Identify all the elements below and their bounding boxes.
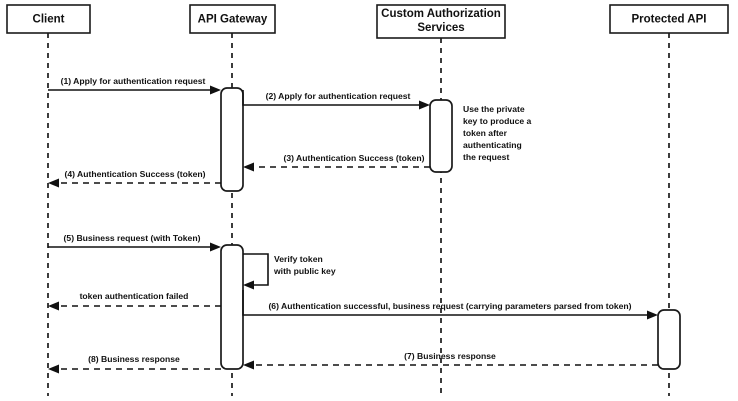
message-2-label: (2) Apply for authentication request: [266, 91, 411, 101]
message-5: (5) Business request (with Token): [48, 233, 221, 252]
message-self-verify-token: Verify token with public key: [243, 253, 336, 290]
participant-custom-authorization-services-label-line2: Services: [417, 22, 464, 34]
message-8-arrowhead-icon: [48, 364, 59, 374]
activation-custom-authorization-services: [429, 99, 453, 173]
message-2: (2) Apply for authentication request: [242, 90, 430, 110]
note-private-key-line-3: token after: [463, 128, 508, 138]
participant-protected-api-label: Protected API: [632, 14, 707, 26]
message-6-arrowhead-icon: [647, 310, 658, 320]
message-7: (7) Business response: [243, 351, 658, 370]
message-6-line: [242, 290, 650, 316]
note-private-key-line-2: key to produce a: [463, 116, 532, 126]
message-2-arrowhead-icon: [419, 100, 430, 110]
message-7-arrowhead-icon: [243, 360, 254, 370]
note-private-key-line-1: Use the private: [463, 104, 525, 114]
message-8: (8) Business response: [48, 354, 221, 374]
message-6-label: (6) Authentication successful, business …: [268, 301, 631, 311]
message-self-arrowhead-icon: [243, 280, 254, 290]
participant-custom-authorization-services[interactable]: Custom Authorization Services: [376, 4, 506, 39]
message-3-label: (3) Authentication Success (token): [283, 153, 424, 163]
message-token-authentication-failed-label: token authentication failed: [80, 291, 189, 301]
participant-client-label: Client: [33, 14, 65, 26]
note-private-key-line-4: authenticating: [463, 140, 522, 150]
message-token-authentication-failed-arrowhead-icon: [48, 301, 59, 311]
message-self-label-line2: with public key: [273, 266, 336, 276]
message-2-line: [242, 90, 422, 106]
message-4-arrowhead-icon: [48, 178, 59, 188]
message-7-label: (7) Business response: [404, 351, 496, 361]
message-3: (3) Authentication Success (token): [243, 153, 430, 172]
message-token-authentication-failed: token authentication failed: [48, 291, 221, 311]
note-private-key-line-5: the request: [463, 152, 509, 162]
note-private-key: Use the private key to produce a token a…: [463, 104, 532, 162]
message-3-arrowhead-icon: [243, 162, 254, 172]
message-1: (1) Apply for authentication request: [48, 76, 221, 95]
message-8-label: (8) Business response: [88, 354, 180, 364]
message-1-arrowhead-icon: [210, 85, 221, 95]
message-1-label: (1) Apply for authentication request: [61, 76, 206, 86]
message-4-label: (4) Authentication Success (token): [64, 169, 205, 179]
participant-protected-api[interactable]: Protected API: [609, 4, 729, 34]
participant-client[interactable]: Client: [6, 4, 91, 34]
participant-api-gateway-label: API Gateway: [198, 14, 268, 26]
activation-api-gateway-business: [220, 244, 244, 370]
message-5-arrowhead-icon: [210, 242, 221, 252]
participant-api-gateway[interactable]: API Gateway: [189, 4, 276, 34]
activation-api-gateway-auth: [220, 87, 244, 192]
message-4: (4) Authentication Success (token): [48, 169, 221, 188]
message-self-line: [243, 253, 269, 286]
message-self-label-line1: Verify token: [274, 254, 323, 264]
message-6: (6) Authentication successful, business …: [242, 290, 658, 320]
participant-custom-authorization-services-label-line1: Custom Authorization: [381, 8, 501, 20]
activation-protected-api: [657, 309, 681, 370]
message-5-label: (5) Business request (with Token): [64, 233, 201, 243]
